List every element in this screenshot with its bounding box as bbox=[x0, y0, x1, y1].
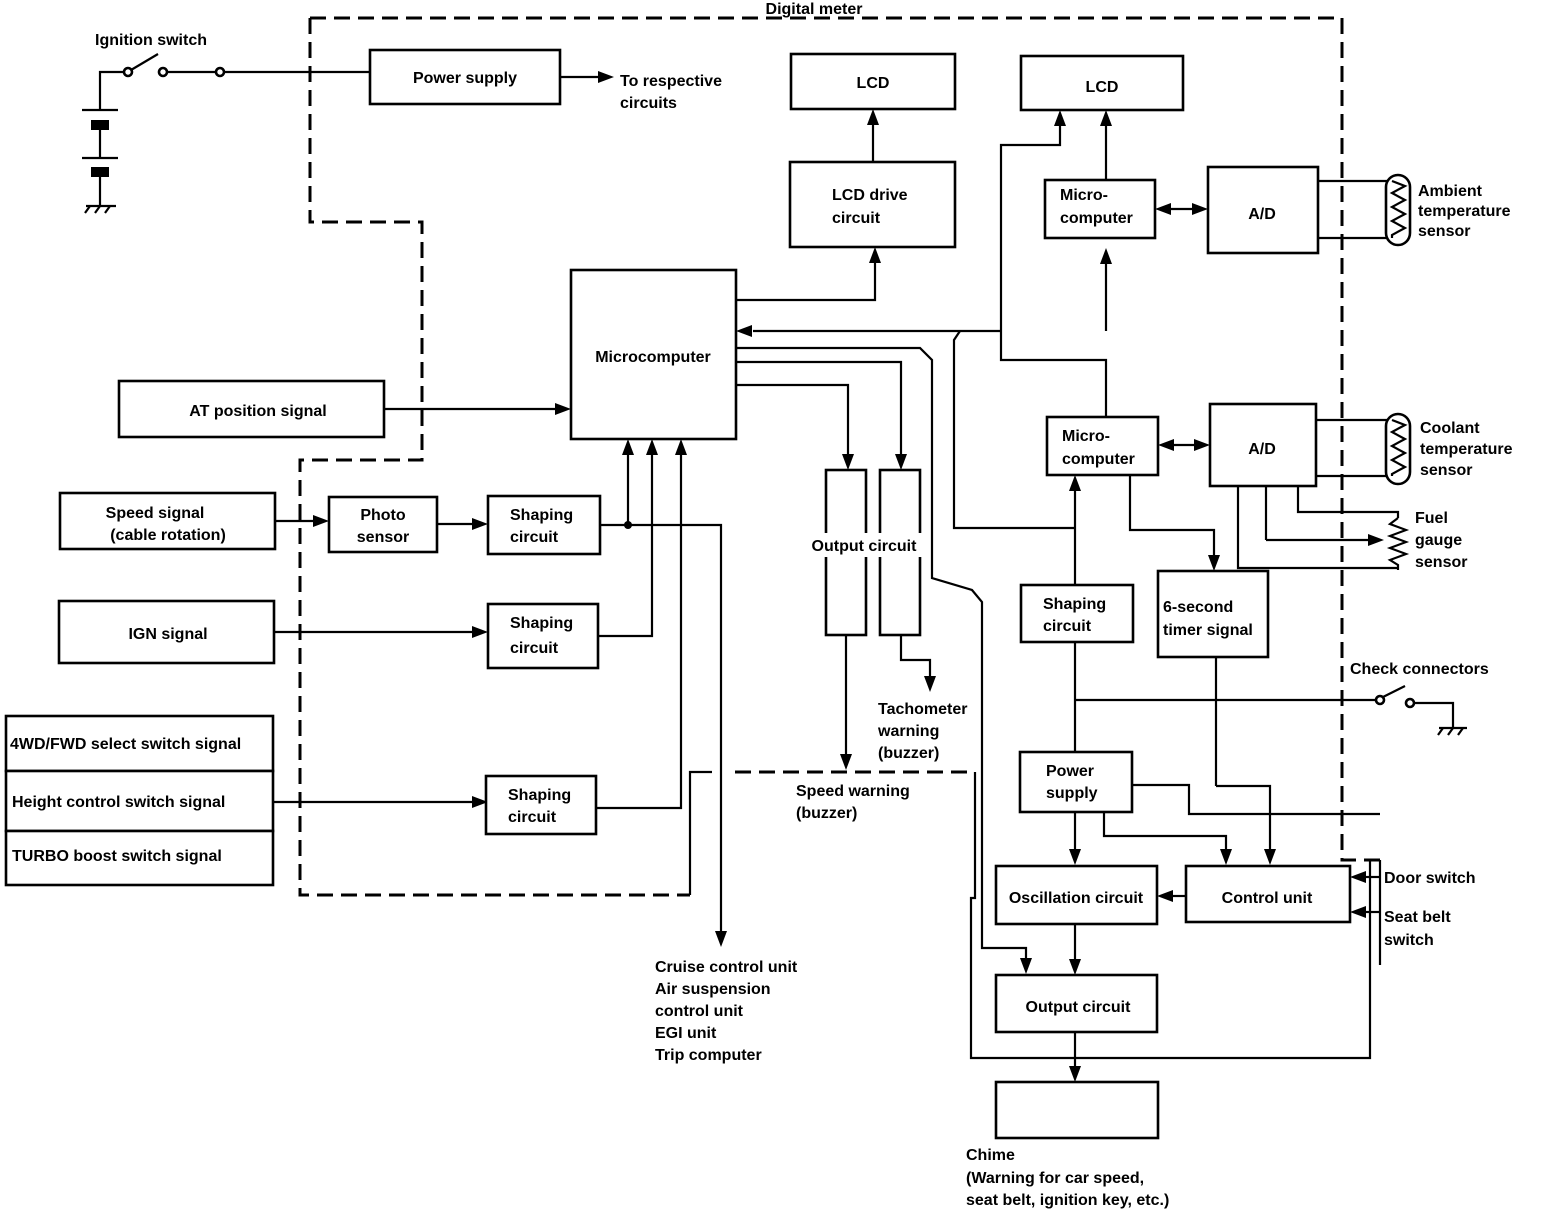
ad-converter-coolant bbox=[1208, 402, 1318, 488]
shaping-circuit-speed bbox=[486, 494, 602, 556]
power-supply-bottom bbox=[1018, 750, 1134, 814]
seat-belt-switch-label: Seat belt bbox=[1384, 909, 1451, 926]
shaping-circuit-switches bbox=[484, 774, 598, 836]
power-supply-top bbox=[368, 48, 562, 106]
coolant-sensor-label-2: temperature bbox=[1420, 441, 1513, 458]
photo-sensor bbox=[327, 495, 439, 554]
fuel-sensor-label-2: gauge bbox=[1415, 532, 1462, 549]
to-respective-circuits-label-2: circuits bbox=[620, 95, 677, 112]
shaping-circuit-switches-label: Shaping bbox=[508, 787, 571, 804]
ignition-switch-label: Ignition switch bbox=[95, 32, 207, 49]
cruise-outputs-line-1: Cruise control unit bbox=[655, 959, 798, 976]
microcomputer-coolant-label-2: computer bbox=[1062, 451, 1135, 468]
six-second-timer-signal bbox=[1156, 569, 1270, 659]
shaping-circuit-switches-label-2: circuit bbox=[508, 809, 557, 826]
ad-converter-ambient-label: A/D bbox=[1248, 206, 1276, 223]
oscillation-circuit-label: Oscillation circuit bbox=[1009, 890, 1144, 907]
coolant-temperature-sensor-icon bbox=[1316, 412, 1412, 486]
output-circuit-right-label: Output circuit bbox=[1026, 999, 1132, 1016]
tachometer-warning-label-3: (buzzer) bbox=[878, 745, 939, 762]
photo-sensor-label-2: sensor bbox=[357, 529, 409, 546]
to-respective-circuits-label: To respective bbox=[620, 73, 722, 90]
chime-caption: Chime bbox=[966, 1147, 1015, 1164]
chime-box bbox=[994, 1080, 1160, 1140]
speed-signal-label: Speed signal bbox=[106, 505, 205, 522]
lcd-display-2 bbox=[1019, 54, 1185, 112]
seat-belt-switch-label-2: switch bbox=[1384, 932, 1434, 949]
lcd-drive-circuit-label: LCD drive bbox=[832, 187, 908, 204]
speed-signal-label-2: (cable rotation) bbox=[110, 527, 226, 544]
microcomputer-ambient bbox=[1043, 178, 1157, 240]
door-switch-label: Door switch bbox=[1384, 870, 1476, 887]
tachometer-warning-label: Tachometer bbox=[878, 701, 968, 718]
shaping-circuit-right-label-2: circuit bbox=[1043, 618, 1092, 635]
speed-warning-label-2: (buzzer) bbox=[796, 805, 857, 822]
main-microcomputer-label: Microcomputer bbox=[595, 349, 711, 366]
shaping-circuit-ign-label: Shaping bbox=[510, 615, 573, 632]
cruise-outputs-line-2: Air suspension bbox=[655, 981, 771, 998]
ign-signal-label: IGN signal bbox=[128, 626, 207, 643]
shaping-circuit-ign-label-2: circuit bbox=[510, 640, 559, 657]
lcd-drive-circuit-label-2: circuit bbox=[832, 210, 881, 227]
select-switch-4wd-fwd bbox=[4, 714, 275, 773]
ign-signal bbox=[57, 599, 276, 665]
ad-converter-ambient bbox=[1206, 165, 1320, 255]
microcomputer-coolant-label: Micro- bbox=[1062, 428, 1110, 445]
shaping-circuit-speed-label: Shaping bbox=[510, 507, 573, 524]
chime-caption-2: (Warning for car speed, bbox=[966, 1170, 1144, 1187]
ad-converter-coolant-label: A/D bbox=[1248, 441, 1276, 458]
turbo-boost-switch-label: TURBO boost switch signal bbox=[12, 848, 222, 865]
cruise-outputs-line-3: control unit bbox=[655, 1003, 744, 1020]
chime-caption-3: seat belt, ignition key, etc.) bbox=[966, 1192, 1169, 1209]
ambient-sensor-label: Ambient bbox=[1418, 183, 1483, 200]
fuel-gauge-sensor-icon bbox=[1236, 486, 1410, 570]
shaping-circuit-right-label: Shaping bbox=[1043, 596, 1106, 613]
ambient-temperature-sensor-icon bbox=[1318, 173, 1412, 247]
cruise-outputs-line-5: Trip computer bbox=[655, 1047, 762, 1064]
output-circuit-right bbox=[994, 973, 1159, 1034]
shaping-circuit-right bbox=[1019, 583, 1135, 644]
output-circuit-left-label: Output circuit bbox=[812, 538, 918, 555]
photo-sensor-label: Photo bbox=[360, 507, 406, 524]
ambient-sensor-label-3: sensor bbox=[1418, 223, 1470, 240]
shaping-circuit-speed-label-2: circuit bbox=[510, 529, 559, 546]
tachometer-warning-label-2: warning bbox=[877, 723, 939, 740]
select-switch-4wd-fwd-label: 4WD/FWD select switch signal bbox=[10, 736, 241, 753]
speed-warning-label: Speed warning bbox=[796, 783, 910, 800]
lcd-display-1-label: LCD bbox=[857, 75, 890, 92]
height-control-switch-label: Height control switch signal bbox=[12, 794, 225, 811]
main-microcomputer bbox=[569, 268, 738, 441]
lcd-display-2-label: LCD bbox=[1086, 79, 1119, 96]
ambient-sensor-label-2: temperature bbox=[1418, 203, 1511, 220]
fuel-sensor-label: Fuel bbox=[1415, 510, 1448, 527]
battery-icon bbox=[82, 108, 118, 214]
control-unit bbox=[1184, 864, 1352, 924]
ignition-switch-icon: Ignition switch bbox=[95, 32, 370, 110]
lcd-drive-circuit bbox=[788, 160, 957, 249]
power-supply-top-label: Power supply bbox=[413, 70, 517, 87]
power-supply-bottom-label-2: supply bbox=[1046, 785, 1098, 802]
fuel-sensor-label-3: sensor bbox=[1415, 554, 1467, 571]
digital-meter-boundary: Digital meter bbox=[298, 1, 1380, 897]
shaping-circuit-ign bbox=[486, 602, 600, 670]
microcomputer-ambient-label-2: computer bbox=[1060, 210, 1133, 227]
coolant-sensor-label: Coolant bbox=[1420, 420, 1480, 437]
six-second-timer-label-2: timer signal bbox=[1163, 622, 1253, 639]
cruise-outputs-line-4: EGI unit bbox=[655, 1025, 717, 1042]
lcd-display-1 bbox=[789, 52, 957, 111]
power-supply-bottom-label: Power bbox=[1046, 763, 1094, 780]
six-second-timer-label: 6-second bbox=[1163, 599, 1233, 616]
oscillation-circuit bbox=[994, 864, 1159, 926]
microcomputer-coolant bbox=[1045, 415, 1160, 477]
coolant-sensor-label-3: sensor bbox=[1420, 462, 1472, 479]
digital-meter-label: Digital meter bbox=[766, 1, 863, 18]
at-position-signal-label: AT position signal bbox=[189, 403, 326, 420]
control-unit-label: Control unit bbox=[1222, 890, 1313, 907]
microcomputer-ambient-label: Micro- bbox=[1060, 187, 1108, 204]
turbo-boost-switch bbox=[4, 829, 275, 887]
check-connectors-label: Check connectors bbox=[1350, 661, 1489, 678]
